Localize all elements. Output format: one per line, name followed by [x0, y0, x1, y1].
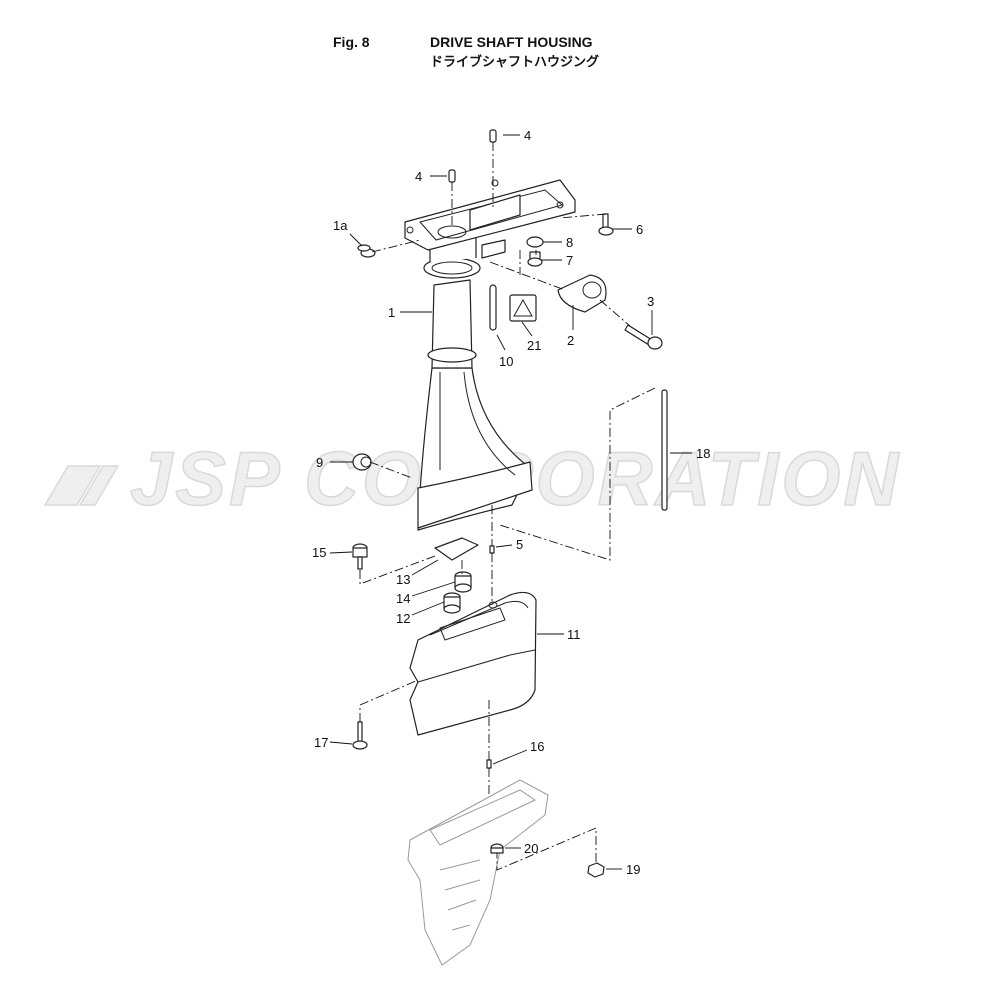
bolt-part-17[interactable] [352, 721, 368, 750]
callout-21: 21 [527, 338, 541, 353]
mount-part-12[interactable] [443, 592, 461, 614]
callout-9: 9 [316, 455, 323, 470]
leader-lines [329, 134, 692, 870]
dowel-pin-part-4[interactable] [448, 129, 497, 183]
callout-17: 17 [314, 735, 328, 750]
pin-part-16[interactable] [486, 759, 492, 769]
callout-13: 13 [396, 572, 410, 587]
washer-part-20[interactable] [490, 843, 504, 854]
bolt-part-15[interactable] [352, 543, 368, 570]
mount-part-14[interactable] [454, 571, 472, 593]
callout-15: 15 [312, 545, 326, 560]
bolt-part-6[interactable] [598, 213, 614, 236]
callout-4: 4 [415, 169, 422, 184]
nut-part-19[interactable] [587, 862, 605, 878]
callout-7: 7 [566, 253, 573, 268]
watermark-logo-icon [43, 465, 120, 506]
callout-5: 5 [516, 537, 523, 552]
warning-label-part-21[interactable] [509, 294, 537, 322]
callout-labels: 4 4 1a 1 6 8 7 2 3 10 21 9 18 5 15 13 14… [312, 128, 710, 877]
bolt-part-7[interactable] [527, 251, 543, 267]
callout-3: 3 [647, 294, 654, 309]
callout-2: 2 [567, 333, 574, 348]
housing-cover-part-11[interactable] [409, 591, 537, 736]
callout-10: 10 [499, 354, 513, 369]
callout-16: 16 [530, 739, 544, 754]
callout-4-top: 4 [524, 128, 531, 143]
drive-shaft-housing[interactable] [404, 179, 576, 531]
callout-6: 6 [636, 222, 643, 237]
bolt-part-3[interactable] [624, 324, 663, 350]
figure-title-japanese: ドライブシャフトハウジング [430, 54, 600, 69]
gearcase-outline [407, 779, 549, 966]
figure-number: Fig. 8 [333, 34, 370, 50]
plate-part-13[interactable] [434, 537, 479, 561]
washer-part-8[interactable] [526, 236, 544, 248]
clamp-part-2[interactable] [557, 274, 607, 313]
callout-19: 19 [626, 862, 640, 877]
callout-20: 20 [524, 841, 538, 856]
stud-part-18[interactable] [661, 389, 668, 511]
callout-1: 1 [388, 305, 395, 320]
figure-title: DRIVE SHAFT HOUSING [430, 34, 593, 50]
callout-1a: 1a [333, 218, 348, 233]
pin-part-10[interactable] [489, 284, 497, 331]
callout-14: 14 [396, 591, 410, 606]
callout-11: 11 [567, 627, 581, 642]
pin-part-5[interactable] [489, 545, 495, 554]
plug-part-1a[interactable] [357, 244, 376, 258]
grommet-part-9[interactable] [352, 453, 372, 471]
assembly-lines [359, 142, 656, 871]
callout-8: 8 [566, 235, 573, 250]
callout-12: 12 [396, 611, 410, 626]
callout-18: 18 [696, 446, 710, 461]
